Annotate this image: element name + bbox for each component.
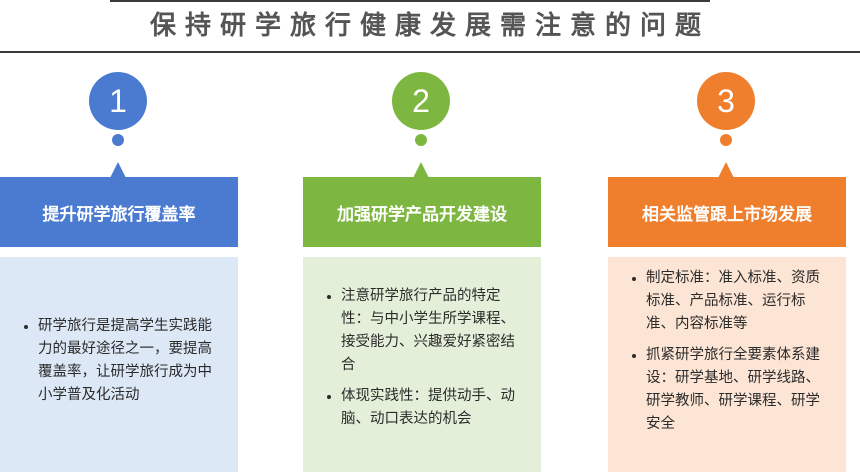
- column-3: 3 相关监管跟上市场发展 制定标准：准入标准、资质标准、产品标准、运行标准、内容…: [608, 0, 846, 472]
- bullet-item: 体现实践性：提供动手、动脑、动口表达的机会: [341, 385, 529, 431]
- bullet-item: 研学旅行是提高学生实践能力的最好途径之一，要提高覆盖率，让研学旅行成为中小学普及…: [38, 315, 226, 407]
- column-header-1: 提升研学旅行覆盖率: [0, 177, 238, 247]
- step-number-2: 2: [392, 72, 450, 130]
- page-title: 保持研学旅行健康发展需注意的问题: [149, 11, 710, 41]
- column-body-3: 制定标准：准入标准、资质标准、产品标准、运行标准、内容标准等 抓紧研学旅行全要素…: [608, 257, 846, 472]
- bullet-item: 制定标准：准入标准、资质标准、产品标准、运行标准、内容标准等: [646, 267, 834, 336]
- pointer-triangle-1: [110, 162, 126, 178]
- bullet-item: 注意研学旅行产品的特定性：与中小学生所学课程、接受能力、兴趣爱好紧密结合: [341, 285, 529, 377]
- step-number-3: 3: [697, 72, 755, 130]
- pointer-triangle-3: [718, 162, 734, 178]
- title-underline: [0, 51, 860, 53]
- top-rule: [110, 0, 710, 2]
- column-body-1: 研学旅行是提高学生实践能力的最好途径之一，要提高覆盖率，让研学旅行成为中小学普及…: [0, 257, 238, 472]
- step-number-1: 1: [89, 72, 147, 130]
- connector-dot-2: [415, 134, 427, 146]
- bullet-list-3: 制定标准：准入标准、资质标准、产品标准、运行标准、内容标准等 抓紧研学旅行全要素…: [630, 267, 834, 444]
- column-2: 2 加强研学产品开发建设 注意研学旅行产品的特定性：与中小学生所学课程、接受能力…: [303, 0, 541, 472]
- connector-dot-3: [720, 134, 732, 146]
- column-body-2: 注意研学旅行产品的特定性：与中小学生所学课程、接受能力、兴趣爱好紧密结合 体现实…: [303, 257, 541, 472]
- bullet-list-2: 注意研学旅行产品的特定性：与中小学生所学课程、接受能力、兴趣爱好紧密结合 体现实…: [325, 285, 529, 439]
- column-1: 1 提升研学旅行覆盖率 研学旅行是提高学生实践能力的最好途径之一，要提高覆盖率，…: [0, 0, 238, 472]
- bullet-item: 抓紧研学旅行全要素体系建设：研学基地、研学线路、研学教师、研学课程、研学安全: [646, 344, 834, 436]
- column-header-2: 加强研学产品开发建设: [303, 177, 541, 247]
- column-header-3: 相关监管跟上市场发展: [608, 177, 846, 247]
- pointer-triangle-2: [413, 162, 429, 178]
- connector-dot-1: [112, 134, 124, 146]
- bullet-list-1: 研学旅行是提高学生实践能力的最好途径之一，要提高覆盖率，让研学旅行成为中小学普及…: [22, 315, 226, 415]
